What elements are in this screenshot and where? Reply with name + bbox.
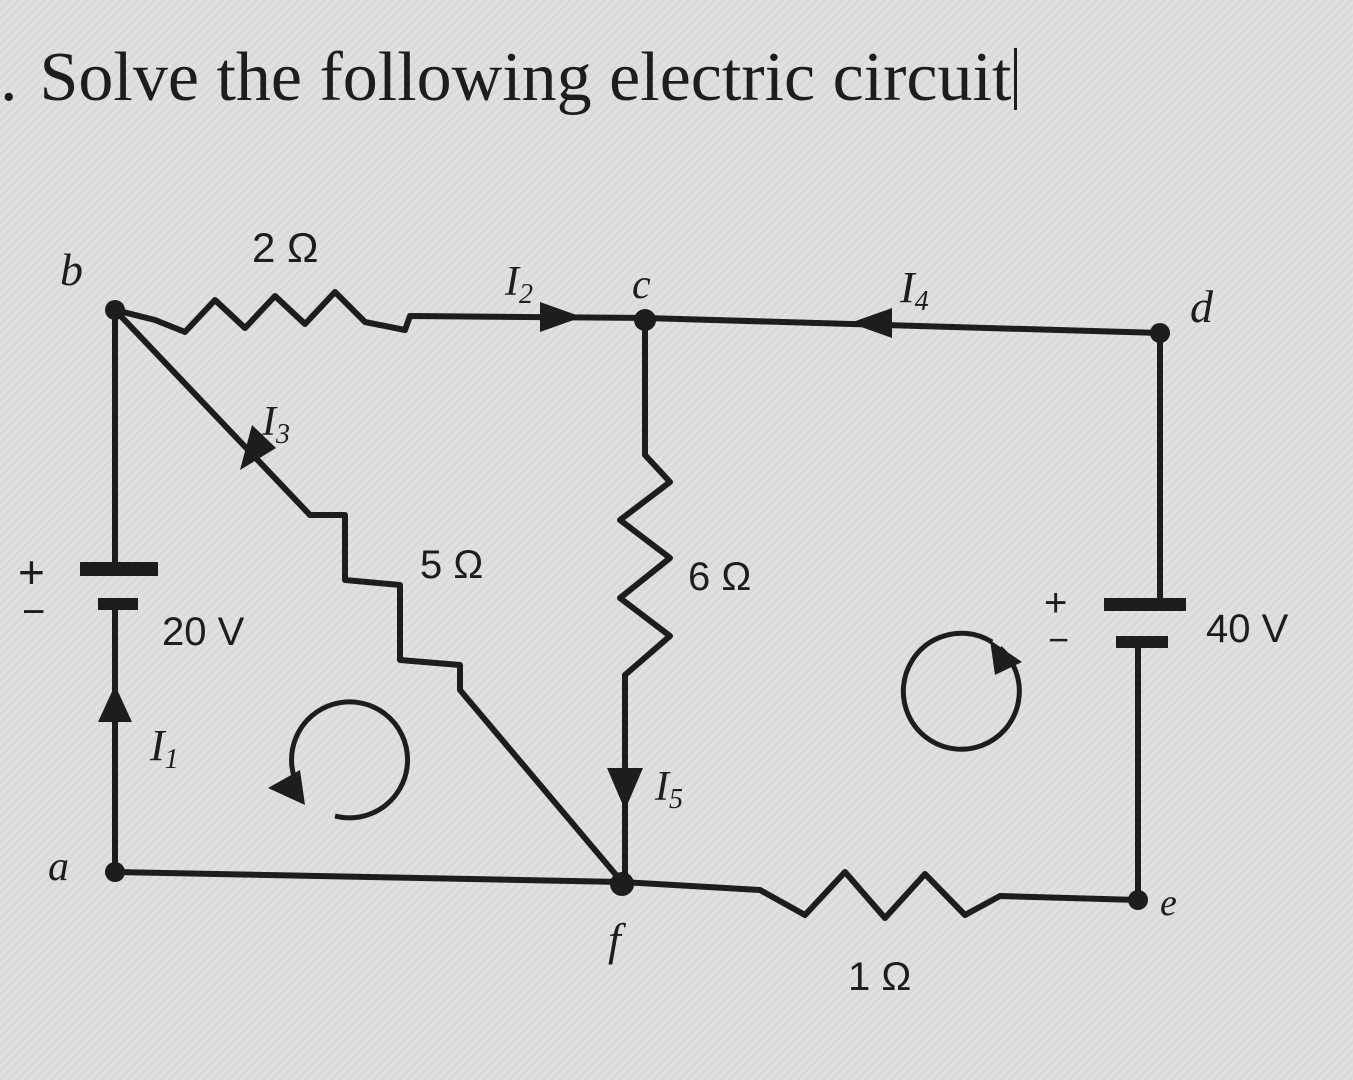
battery-20v-plus-sign: + <box>18 546 45 598</box>
battery-20v-short-plate <box>98 598 138 610</box>
node-b-dot <box>105 300 125 320</box>
text-cursor <box>1014 48 1018 110</box>
current-label-i1: I1 <box>149 721 179 775</box>
problem-number-mark: . <box>0 39 18 116</box>
node-d-dot <box>1150 323 1170 343</box>
arrow-i2 <box>540 302 582 332</box>
arrow-i5 <box>607 768 643 810</box>
node-label-d: d <box>1190 281 1214 332</box>
problem-statement: . Solve the following electric circuit <box>0 38 1018 118</box>
node-label-a: a <box>48 844 69 890</box>
loop-left-arrowhead <box>268 770 305 805</box>
battery-20v-minus-sign: − <box>22 590 45 634</box>
label-20-volt: 20 V <box>162 610 245 654</box>
label-5-ohm: 5 Ω <box>420 543 483 587</box>
node-e-dot <box>1128 890 1148 910</box>
battery-40v-plus-sign: + <box>1044 581 1067 625</box>
problem-text: Solve the following electric circuit <box>39 39 1012 116</box>
arrow-i3 <box>240 425 276 470</box>
loop-left-circle <box>289 699 411 821</box>
node-label-e: e <box>1160 882 1177 924</box>
current-label-i3: I3 <box>261 399 290 450</box>
node-label-c: c <box>632 262 651 308</box>
battery-40v-short-plate <box>1116 636 1168 648</box>
node-f-dot <box>610 872 634 896</box>
resistor-1-ohm <box>619 869 1141 921</box>
label-40-volt: 40 V <box>1206 607 1289 651</box>
node-label-b: b <box>60 244 83 295</box>
resistor-6-ohm <box>617 315 673 885</box>
wire-a-f <box>112 869 625 885</box>
battery-40v-minus-sign: − <box>1048 619 1069 660</box>
loop-right-arrowhead <box>990 640 1022 675</box>
loop-right-circle <box>900 630 1022 752</box>
current-label-i4: I4 <box>899 263 929 317</box>
node-label-f: f <box>608 914 627 965</box>
arrow-i4 <box>850 308 892 338</box>
battery-40v-long-plate <box>1104 598 1186 611</box>
node-a-dot <box>105 862 125 882</box>
label-1-ohm: 1 Ω <box>848 955 911 999</box>
arrow-i1 <box>98 685 132 722</box>
resistor-5-ohm <box>112 307 625 885</box>
node-c-dot <box>634 309 656 331</box>
label-2-ohm: 2 Ω <box>252 224 318 271</box>
current-label-i2: I2 <box>504 259 533 310</box>
battery-20v-long-plate <box>80 562 158 576</box>
label-6-ohm: 6 Ω <box>688 555 751 599</box>
current-label-i5: I5 <box>654 764 683 815</box>
resistor-2-ohm <box>112 289 648 335</box>
wire-c-d <box>642 315 1163 336</box>
